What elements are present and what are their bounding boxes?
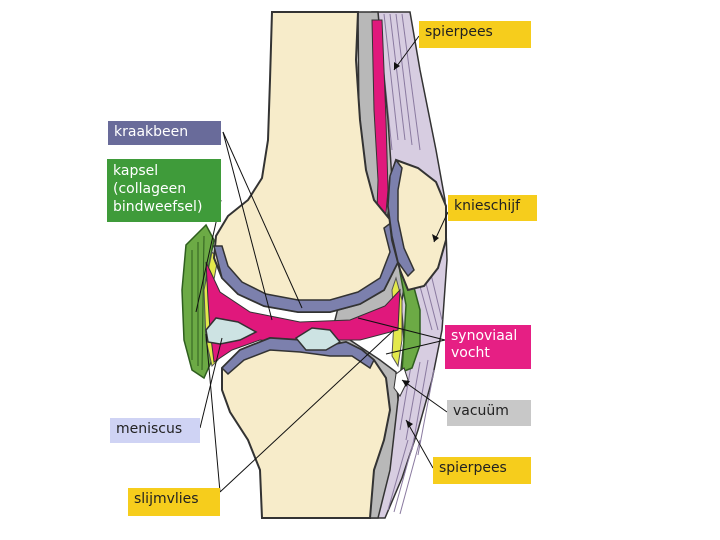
- arrowhead-spierpees-bottom: [406, 420, 413, 428]
- patella-cartilage: [387, 158, 415, 278]
- arrowhead-vacuum: [402, 380, 410, 387]
- meniscus-left: [205, 317, 258, 345]
- label-slijmvlies: slijmvlies: [128, 488, 220, 516]
- femur-cartilage: [213, 220, 401, 313]
- label-vacuum: vacuüm: [447, 400, 531, 426]
- label-spierpees-bottom: spierpees: [433, 457, 531, 484]
- leader-synoviaal-2: [385, 339, 446, 355]
- label-kapsel: kapsel (collageen bindweefsel): [107, 159, 221, 222]
- label-spierpees-top: spierpees: [419, 21, 531, 48]
- leader-vacuum: [401, 379, 448, 413]
- leader-lines: [195, 35, 449, 493]
- label-meniscus: meniscus: [110, 418, 200, 443]
- label-kraakbeen: kraakbeen: [108, 121, 221, 145]
- arrowheads: [394, 62, 439, 428]
- label-synoviaal-vocht: synoviaal vocht: [445, 325, 531, 369]
- leader-spierpees-top: [393, 35, 420, 71]
- leader-meniscus: [199, 337, 223, 429]
- leader-spierpees-bottom: [405, 419, 434, 469]
- leader-synoviaal-1: [357, 317, 446, 341]
- leader-kraakbeen-1: [222, 131, 273, 321]
- leader-slijmvlies-2: [219, 329, 395, 493]
- vacuum-gap: [393, 367, 409, 397]
- synovial-fluid: [205, 261, 401, 363]
- meniscus-right: [294, 327, 342, 351]
- arrowhead-spierpees-top: [394, 62, 400, 70]
- label-knieschijf: knieschijf: [448, 195, 537, 221]
- arrowhead-knieschijf: [432, 234, 439, 242]
- leader-slijmvlies-1: [205, 333, 221, 493]
- leader-kraakbeen-2: [222, 131, 303, 309]
- tibia-cartilage: [220, 337, 375, 376]
